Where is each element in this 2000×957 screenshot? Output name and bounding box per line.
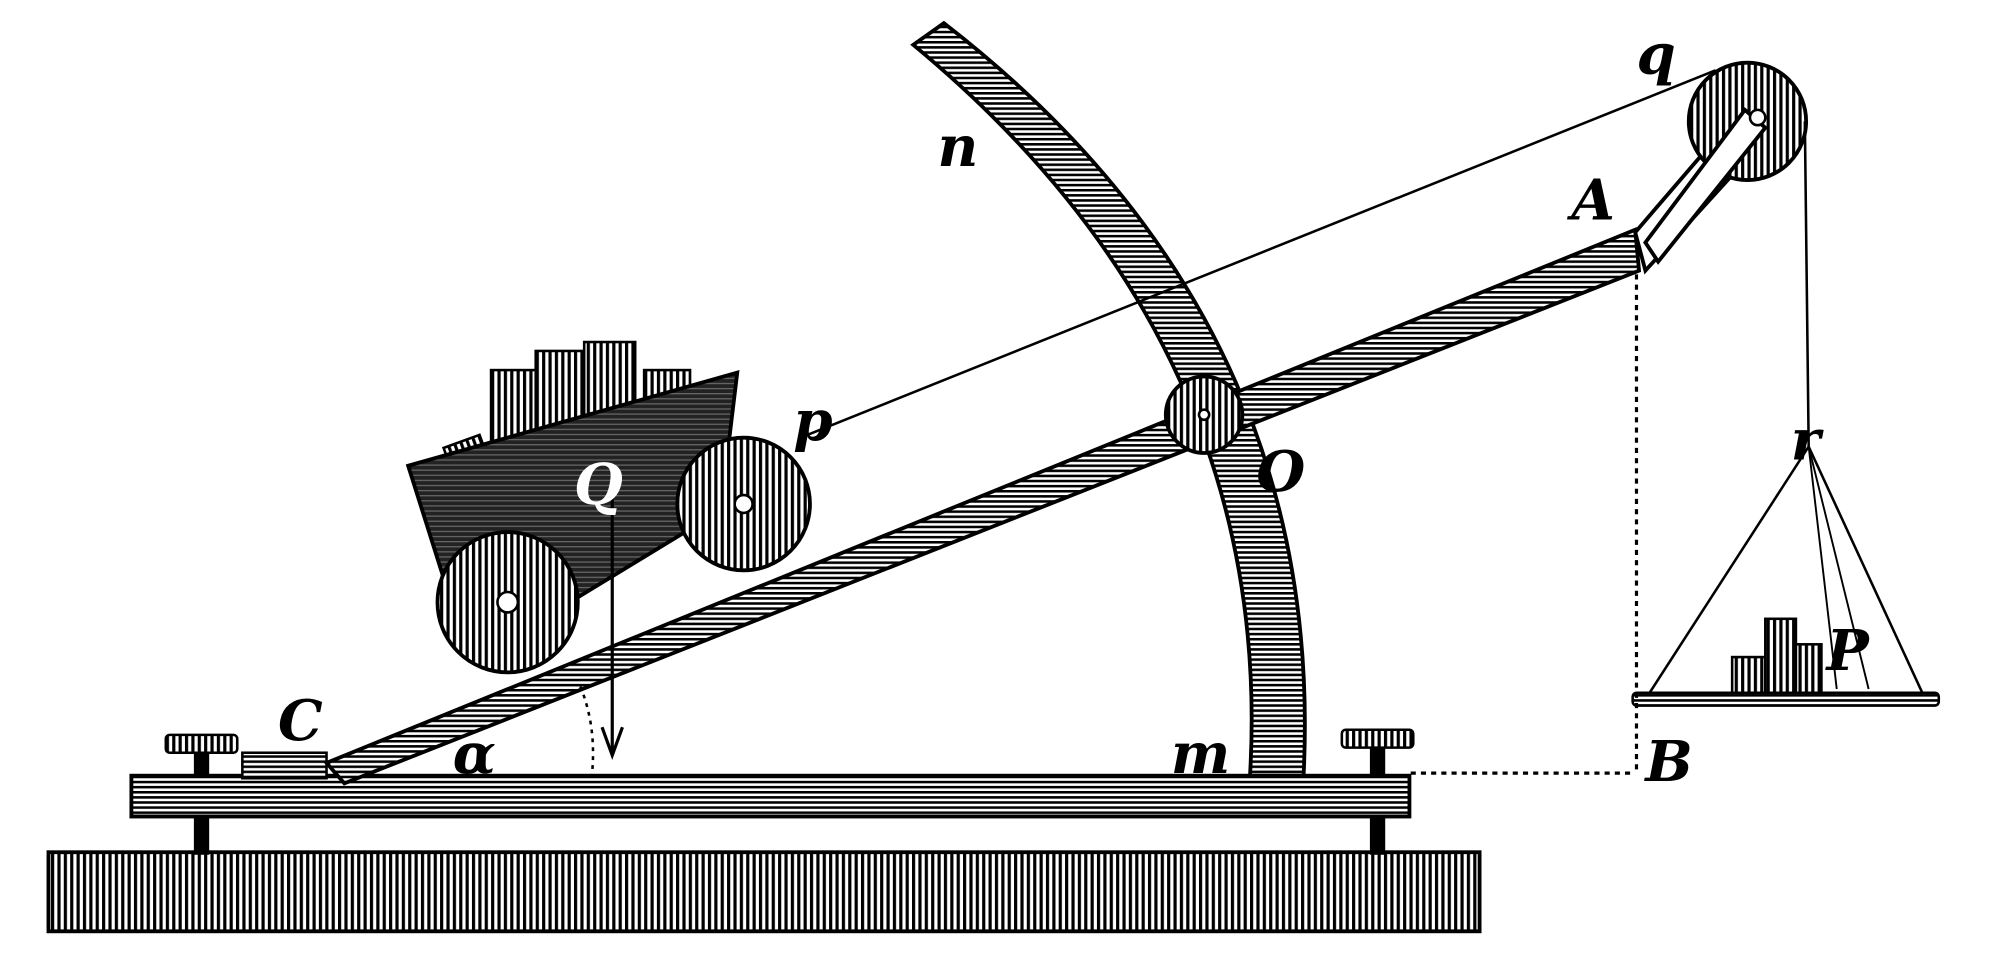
base-board <box>129 773 1412 819</box>
label-c: C <box>278 688 323 754</box>
label-r: r <box>1791 407 1824 473</box>
label-b: B <box>1643 729 1692 795</box>
ground-base <box>46 850 1482 934</box>
string-p-q <box>803 69 1717 438</box>
label-p-weight: P <box>1825 618 1871 684</box>
string-pulley-r <box>1803 121 1810 447</box>
label-a: A <box>1566 168 1615 234</box>
label-p-small: p <box>793 388 832 454</box>
label-n: n <box>938 114 979 180</box>
hinge-block <box>241 751 328 780</box>
scale-pan <box>1631 445 1941 707</box>
label-q: q <box>1636 22 1675 88</box>
weights-p <box>1730 617 1823 695</box>
gravity-arrow-q <box>600 491 624 760</box>
label-q-weight: Q <box>574 452 623 518</box>
label-alpha: α <box>453 721 496 787</box>
cart <box>405 340 812 675</box>
label-o: O <box>1256 439 1305 505</box>
angle-arc-alpha <box>579 685 595 776</box>
label-m: m <box>1171 721 1230 787</box>
